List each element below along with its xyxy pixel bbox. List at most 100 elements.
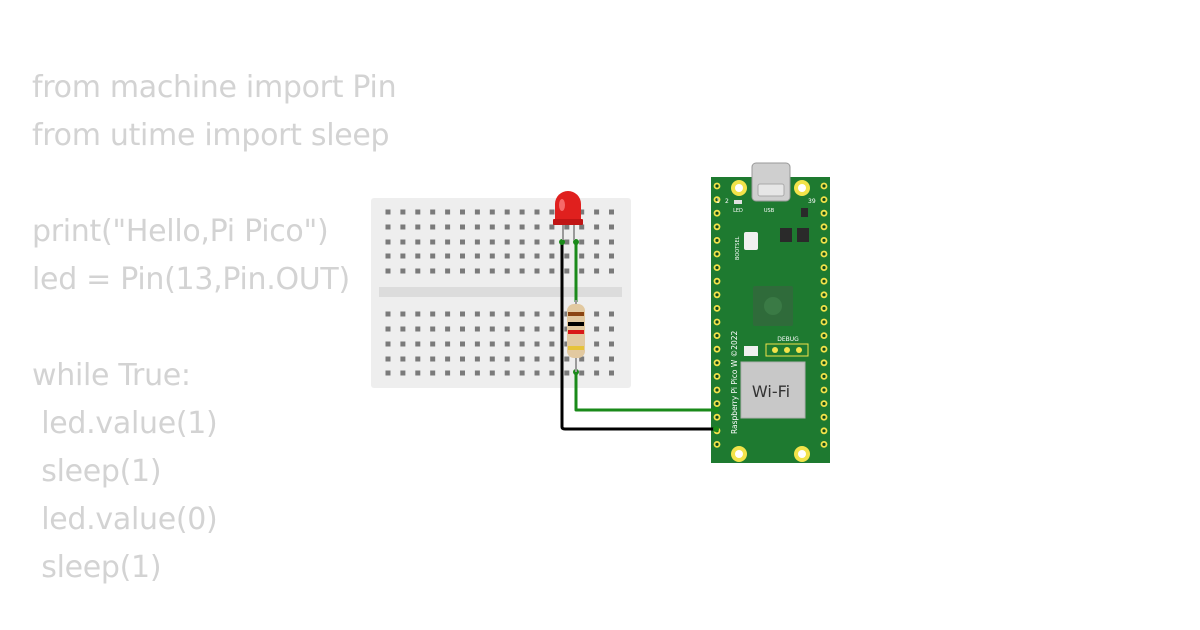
breadboard-hole[interactable] <box>504 370 510 376</box>
breadboard-hole[interactable] <box>504 268 510 274</box>
breadboard-hole[interactable] <box>549 253 555 259</box>
breadboard-hole[interactable] <box>609 326 614 332</box>
breadboard-hole[interactable] <box>474 370 480 376</box>
breadboard-hole[interactable] <box>594 209 600 215</box>
breadboard-hole[interactable] <box>549 311 555 317</box>
breadboard-hole[interactable] <box>534 311 540 317</box>
breadboard-hole[interactable] <box>519 209 525 215</box>
breadboard-hole[interactable] <box>445 268 451 274</box>
breadboard-hole[interactable] <box>534 224 540 230</box>
breadboard-hole[interactable] <box>564 356 570 362</box>
breadboard-hole[interactable] <box>549 370 555 376</box>
breadboard-hole[interactable] <box>579 253 585 259</box>
breadboard-hole[interactable] <box>400 239 406 245</box>
breadboard-hole[interactable] <box>385 268 391 274</box>
breadboard-hole[interactable] <box>460 326 465 332</box>
breadboard-hole[interactable] <box>519 370 525 376</box>
breadboard-hole[interactable] <box>549 341 555 347</box>
breadboard-hole[interactable] <box>430 311 436 317</box>
breadboard-hole[interactable] <box>549 239 555 245</box>
breadboard-hole[interactable] <box>430 239 436 245</box>
pico-w-board[interactable]: USB LED 1 2 39 BOOTSEL DEBUG Wi-Fi Raspb… <box>711 162 830 463</box>
breadboard-hole[interactable] <box>474 224 480 230</box>
breadboard-hole[interactable] <box>519 356 525 362</box>
breadboard-hole[interactable] <box>519 341 525 347</box>
breadboard-hole[interactable] <box>415 224 421 230</box>
breadboard-hole[interactable] <box>460 239 465 245</box>
green-wire[interactable] <box>574 372 715 412</box>
breadboard-hole[interactable] <box>415 239 421 245</box>
breadboard-hole[interactable] <box>489 253 495 259</box>
breadboard-hole[interactable] <box>430 268 436 274</box>
breadboard-hole[interactable] <box>445 224 451 230</box>
breadboard-hole[interactable] <box>460 370 465 376</box>
breadboard-hole[interactable] <box>549 209 555 215</box>
breadboard-hole[interactable] <box>445 311 451 317</box>
breadboard-hole[interactable] <box>400 311 406 317</box>
breadboard-hole[interactable] <box>474 209 480 215</box>
breadboard-hole[interactable] <box>564 253 570 259</box>
breadboard-hole[interactable] <box>504 356 510 362</box>
breadboard-hole[interactable] <box>504 209 510 215</box>
breadboard-hole[interactable] <box>549 356 555 362</box>
breadboard-hole[interactable] <box>474 311 480 317</box>
breadboard-hole[interactable] <box>415 311 421 317</box>
breadboard-hole[interactable] <box>400 341 406 347</box>
breadboard-hole[interactable] <box>400 326 406 332</box>
breadboard-hole[interactable] <box>564 341 570 347</box>
breadboard-hole[interactable] <box>519 326 525 332</box>
breadboard-hole[interactable] <box>534 268 540 274</box>
breadboard-hole[interactable] <box>474 341 480 347</box>
breadboard-hole[interactable] <box>489 239 495 245</box>
breadboard-hole[interactable] <box>504 341 510 347</box>
breadboard-hole[interactable] <box>385 239 391 245</box>
breadboard-hole[interactable] <box>609 370 614 376</box>
breadboard-hole[interactable] <box>504 239 510 245</box>
breadboard-hole[interactable] <box>430 370 436 376</box>
breadboard-hole[interactable] <box>564 239 570 245</box>
breadboard-hole[interactable] <box>460 268 465 274</box>
resistor[interactable] <box>567 300 585 372</box>
breadboard-hole[interactable] <box>519 224 525 230</box>
breadboard-hole[interactable] <box>445 253 451 259</box>
breadboard-hole[interactable] <box>594 239 600 245</box>
breadboard[interactable] <box>371 198 631 388</box>
breadboard-hole[interactable] <box>549 224 555 230</box>
breadboard-hole[interactable] <box>594 326 600 332</box>
breadboard-hole[interactable] <box>460 311 465 317</box>
breadboard-hole[interactable] <box>430 253 436 259</box>
breadboard-hole[interactable] <box>609 239 614 245</box>
breadboard-hole[interactable] <box>474 239 480 245</box>
breadboard-hole[interactable] <box>579 209 585 215</box>
breadboard-hole[interactable] <box>474 326 480 332</box>
breadboard-hole[interactable] <box>609 356 614 362</box>
breadboard-hole[interactable] <box>534 326 540 332</box>
breadboard-hole[interactable] <box>415 268 421 274</box>
breadboard-hole[interactable] <box>489 268 495 274</box>
breadboard-hole[interactable] <box>504 253 510 259</box>
breadboard-hole[interactable] <box>445 209 451 215</box>
breadboard-hole[interactable] <box>489 224 495 230</box>
breadboard-hole[interactable] <box>534 356 540 362</box>
breadboard-hole[interactable] <box>460 356 465 362</box>
breadboard-hole[interactable] <box>609 209 614 215</box>
breadboard-hole[interactable] <box>564 326 570 332</box>
breadboard-hole[interactable] <box>400 356 406 362</box>
breadboard-hole[interactable] <box>474 268 480 274</box>
breadboard-hole[interactable] <box>430 224 436 230</box>
breadboard-hole[interactable] <box>579 239 585 245</box>
breadboard-hole[interactable] <box>489 326 495 332</box>
breadboard-hole[interactable] <box>474 356 480 362</box>
breadboard-hole[interactable] <box>415 209 421 215</box>
breadboard-hole[interactable] <box>504 224 510 230</box>
breadboard-hole[interactable] <box>489 370 495 376</box>
breadboard-hole[interactable] <box>400 370 406 376</box>
breadboard-hole[interactable] <box>594 253 600 259</box>
breadboard-hole[interactable] <box>385 341 391 347</box>
breadboard-hole[interactable] <box>534 239 540 245</box>
breadboard-hole[interactable] <box>415 370 421 376</box>
breadboard-hole[interactable] <box>609 341 614 347</box>
breadboard-hole[interactable] <box>534 253 540 259</box>
breadboard-hole[interactable] <box>460 253 465 259</box>
breadboard-hole[interactable] <box>534 209 540 215</box>
